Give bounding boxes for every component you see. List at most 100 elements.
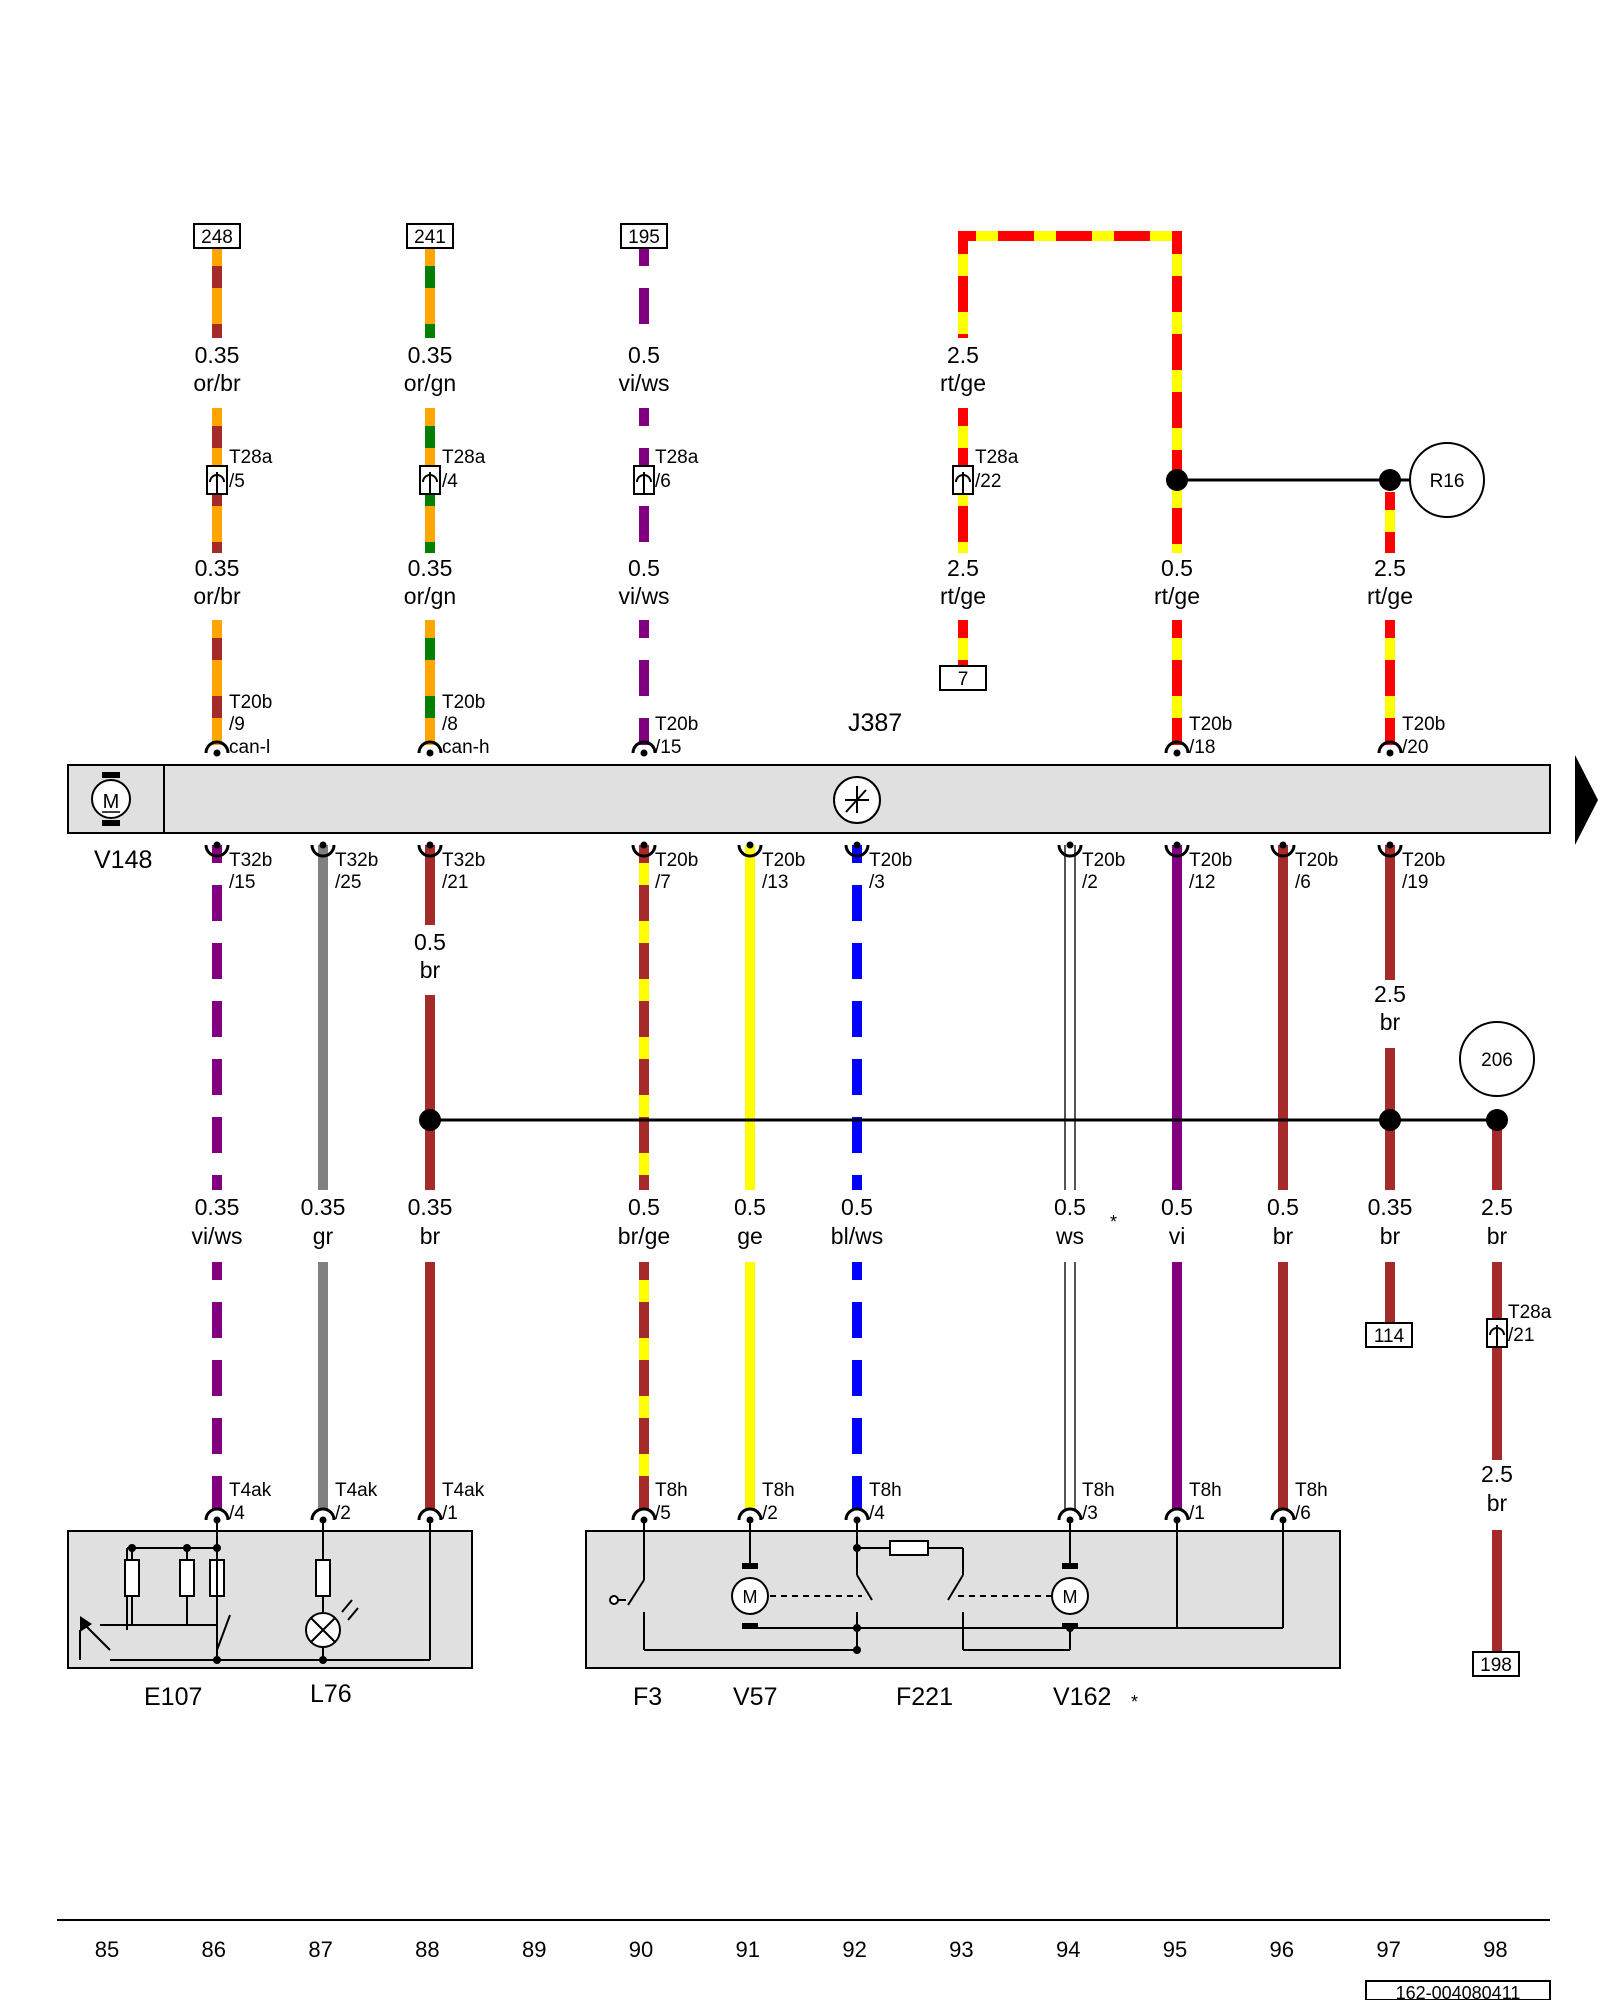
- connector-pin: /22: [975, 471, 1001, 492]
- ref-206: 206: [1481, 1050, 1513, 1071]
- connector-pin: /4: [229, 1503, 245, 1524]
- wire-gauge: 0.5: [1267, 1194, 1299, 1220]
- connector-label: T8h: [1295, 1480, 1328, 1501]
- pin-contact-icon: [1173, 841, 1181, 849]
- connector-pin: /21: [1508, 1325, 1534, 1346]
- pin-contact-icon: [1377, 740, 1403, 754]
- ref-195: 195: [628, 227, 660, 248]
- connector-pin: /3: [869, 872, 885, 893]
- pin-contact-icon: [631, 844, 657, 858]
- connector-pin: /25: [335, 872, 361, 893]
- column-number: 86: [202, 1937, 226, 1962]
- connector-label: T8h: [655, 1480, 688, 1501]
- svg-text:M: M: [103, 791, 120, 813]
- pin-contact-icon: [640, 841, 648, 849]
- connector-label: T20b: [1295, 850, 1338, 871]
- wire-gauge: 0.35: [195, 555, 240, 581]
- wire-gauge: 2.5: [1374, 981, 1406, 1007]
- junction-dot: [213, 1656, 221, 1664]
- wire-gauge: 2.5: [1481, 1194, 1513, 1220]
- wire-gauge: 0.35: [408, 342, 453, 368]
- wire-color: vi/ws: [618, 370, 669, 396]
- wire-gauge: 0.35: [408, 1194, 453, 1220]
- control-unit-j387[interactable]: [67, 764, 1551, 834]
- connector-pin: /1: [1189, 1503, 1205, 1524]
- continuation-arrow-icon: [1575, 755, 1598, 845]
- connector-label: T8h: [1189, 1480, 1222, 1501]
- motor-v148-housing: [67, 764, 165, 834]
- wire-gauge: 0.5: [841, 1194, 873, 1220]
- wire-gauge: 0.35: [301, 1194, 346, 1220]
- connector-pin: /5: [655, 1503, 671, 1524]
- connector-label: T4ak: [442, 1480, 485, 1501]
- junction-dot: [1166, 469, 1188, 491]
- pin-contact-icon: [1066, 841, 1074, 849]
- wire-color: ge: [737, 1223, 763, 1249]
- component-l76-label: L76: [310, 1680, 352, 1708]
- connector-label: T20b: [442, 692, 485, 713]
- connector-pin: /6: [1295, 1503, 1311, 1524]
- connector-label: T20b: [1402, 714, 1445, 735]
- pin-contact-icon: [1173, 749, 1181, 757]
- connector-pin: /15: [229, 872, 255, 893]
- pin-contact-icon: [1164, 1507, 1190, 1521]
- junction-dot: [183, 1544, 191, 1552]
- wire-color: or/gn: [404, 370, 456, 396]
- wire-color: ws: [1055, 1223, 1084, 1249]
- column-number: 90: [629, 1937, 653, 1962]
- connector-pin: /8: [442, 714, 458, 735]
- connector-label: T20b: [762, 850, 805, 871]
- connector-pin: /7: [655, 872, 671, 893]
- circuit-line: [627, 1579, 645, 1606]
- column-number: 88: [415, 1937, 439, 1962]
- junction-dot: [1066, 1624, 1074, 1632]
- wire-gauge: 0.35: [195, 342, 240, 368]
- pin-contact-icon: [853, 841, 861, 849]
- pin-contact-icon: [631, 740, 657, 754]
- wire-gauge: 0.35: [195, 1194, 240, 1220]
- connector-label: T20b: [655, 850, 698, 871]
- connector-label: T20b: [1082, 850, 1125, 871]
- ref-114: 114: [1374, 1326, 1405, 1347]
- connector-pin: /2: [762, 1503, 778, 1524]
- motor-v57-icon: [731, 1577, 769, 1615]
- connector-label: T20b: [1189, 850, 1232, 871]
- ref-7: 7: [958, 669, 969, 690]
- circuit-line: [856, 1574, 873, 1601]
- wire-color: br: [420, 957, 441, 983]
- signal-label: can-l: [229, 737, 270, 758]
- junction-dot: [1379, 1109, 1401, 1131]
- motor-v162-icon-glyph: M: [1063, 1587, 1078, 1607]
- column-number: 98: [1483, 1937, 1507, 1962]
- component-box-e107-l76[interactable]: [67, 1530, 473, 1669]
- connector-pin: /2: [1082, 872, 1098, 893]
- circuit-line: [947, 1574, 964, 1601]
- junction-dot: [1486, 1109, 1508, 1131]
- column-number: 94: [1056, 1937, 1080, 1962]
- connector-label: T20b: [1402, 850, 1445, 871]
- signal-label: can-h: [442, 737, 490, 758]
- column-number: 89: [522, 1937, 546, 1962]
- wire-gauge: 0.35: [1368, 1194, 1413, 1220]
- pin-contact-icon: [1386, 841, 1394, 849]
- wire-color: vi/ws: [618, 583, 669, 609]
- wire-color: bl/ws: [831, 1223, 883, 1249]
- connector-pin: /13: [762, 872, 788, 893]
- pin-contact-icon: [746, 841, 754, 849]
- wire-color: or/br: [193, 370, 241, 396]
- component-f221-label: F221: [896, 1683, 953, 1711]
- component-e107-label: E107: [144, 1683, 202, 1711]
- pin-contact-icon: [844, 844, 870, 858]
- resistor-icon: [124, 1559, 140, 1597]
- connector-label: T32b: [229, 850, 272, 871]
- connector-label: T28a: [1508, 1302, 1552, 1323]
- connector-label: T20b: [229, 692, 272, 713]
- junction-dot: [1379, 469, 1401, 491]
- wire-gauge: 0.5: [414, 929, 446, 955]
- circuit-line: [216, 1614, 231, 1651]
- pin-contact-icon: [417, 740, 443, 754]
- pin-contact-icon: [1270, 1507, 1296, 1521]
- column-number: 85: [95, 1937, 119, 1962]
- wire-gauge: 0.5: [734, 1194, 766, 1220]
